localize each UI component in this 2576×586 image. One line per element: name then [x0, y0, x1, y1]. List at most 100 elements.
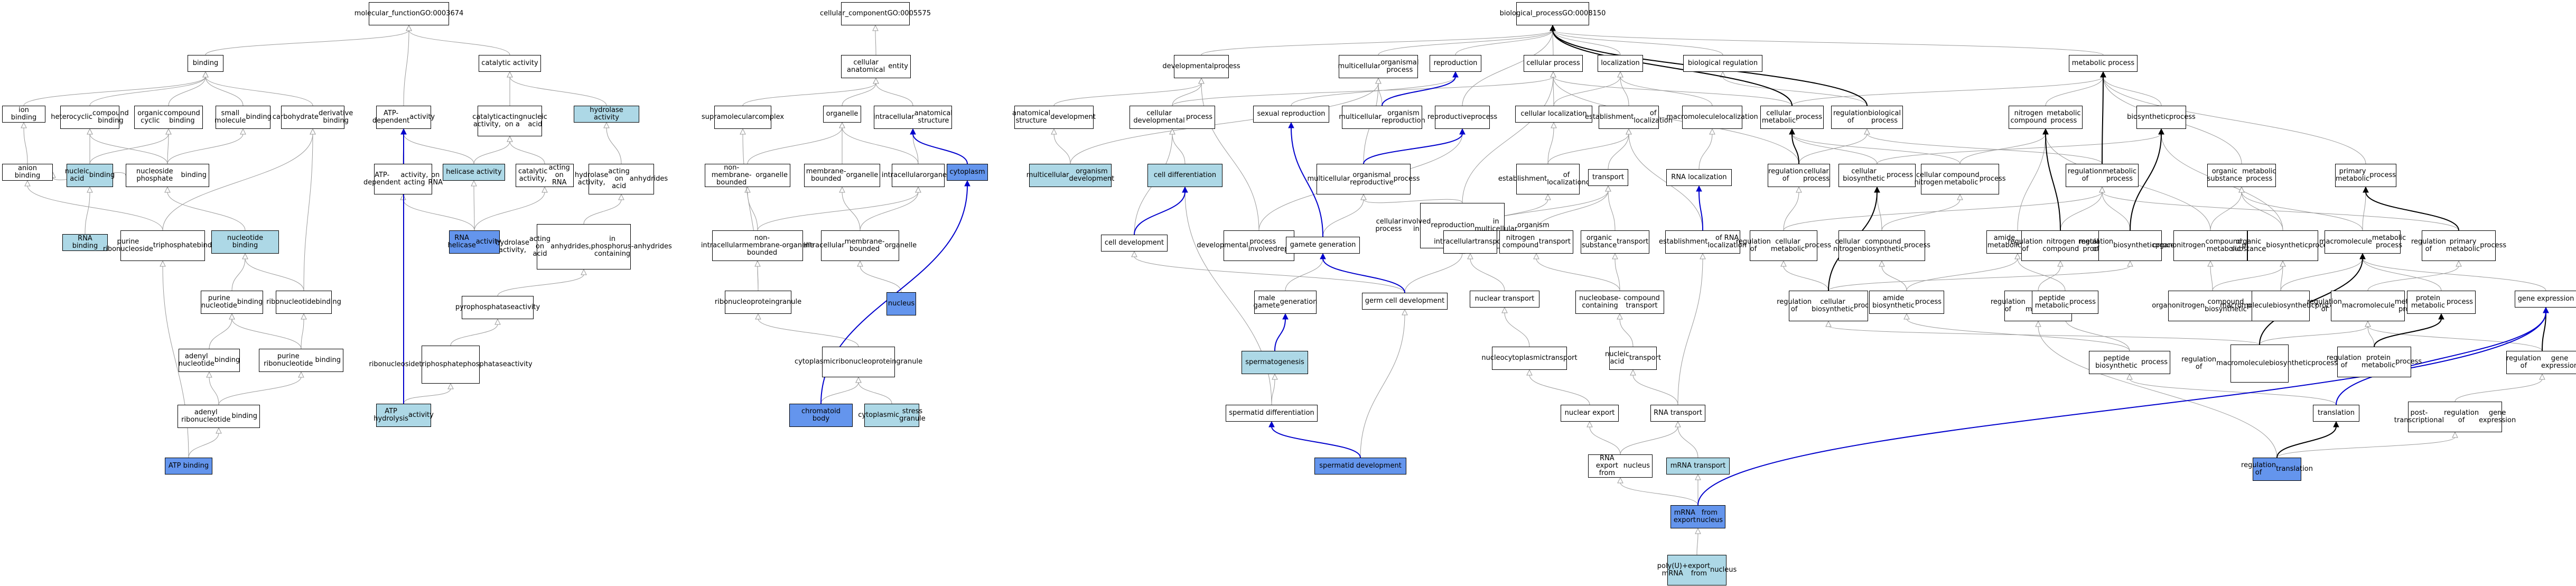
go-term-spermatid-differentiation[interactable]: spermatid differentiation — [1226, 405, 1318, 422]
go-term-anion-binding[interactable]: anion binding — [2, 164, 53, 181]
go-term-chromatoid[interactable]: chromatoid body — [789, 404, 853, 427]
go-term-binding[interactable]: binding — [188, 55, 223, 72]
go-term-localization[interactable]: localization — [1598, 55, 1643, 72]
go-term-rna-transport[interactable]: RNA transport — [1650, 405, 1705, 422]
go-term-regulation-macromolecule-metabolic[interactable]: regulation ofmacromoleculemetabolic proc… — [2307, 291, 2429, 321]
go-term-metabolic-process[interactable]: metabolic process — [2069, 55, 2138, 72]
go-term-translation[interactable]: translation — [2313, 405, 2359, 422]
go-term-bio-regulation[interactable]: biological regulation — [1683, 55, 1762, 72]
go-term-gamete-generation[interactable]: gamete generation — [1286, 237, 1360, 254]
go-term-reproduction[interactable]: reproduction — [1430, 55, 1481, 72]
go-term-transport[interactable]: transport — [1588, 169, 1628, 186]
go-term-sexual-reproduction[interactable]: sexual reproduction — [1253, 106, 1329, 123]
go-term-cellular-localization[interactable]: cellular localization — [1515, 106, 1592, 123]
go-term-gene-expression[interactable]: gene expression — [2515, 291, 2576, 308]
go-term-nuclear-export[interactable]: nuclear export — [1561, 405, 1619, 422]
go-term-organelle[interactable]: organelle — [823, 106, 861, 123]
go-term-rna-binding[interactable]: RNA binding — [62, 234, 108, 251]
go-term-cat-rna[interactable]: catalytic activity,acting on RNA — [516, 164, 574, 187]
go-term-cell-development[interactable]: cell development — [1101, 235, 1168, 252]
go-term-spermatid-development[interactable]: spermatid development — [1314, 458, 1406, 475]
go-term-catalytic[interactable]: catalytic activity — [479, 55, 541, 72]
go-term-spermatogenesis[interactable]: spermatogenesis — [1242, 351, 1308, 374]
go-term-cellular-process[interactable]: cellular process — [1524, 55, 1583, 72]
go-term-cell-differentiation[interactable]: cell differentiation — [1147, 164, 1222, 187]
go-term-ion-binding[interactable]: ion binding — [2, 106, 45, 123]
go-term-helicase[interactable]: helicase activity — [443, 164, 505, 181]
go-term-mrna-transport[interactable]: mRNA transport — [1666, 458, 1730, 475]
